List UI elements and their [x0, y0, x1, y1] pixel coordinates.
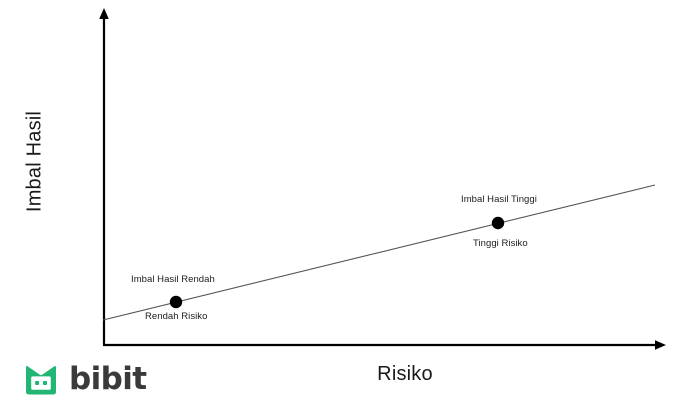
- bibit-wallet-icon: [26, 366, 56, 395]
- label-low-risk: Rendah Risiko: [145, 311, 208, 322]
- x-axis-title: Risiko: [377, 363, 433, 385]
- data-point-high-risk: [491, 216, 505, 230]
- y-axis-arrowhead: [99, 8, 109, 19]
- x-axis-arrowhead: [655, 340, 666, 350]
- trend-line: [102, 184, 656, 321]
- bibit-wordmark: bibit: [69, 360, 147, 397]
- y-axis-title: Imbal Hasil: [23, 110, 46, 213]
- bibit-logo: bibit: [22, 360, 147, 397]
- data-point-low-risk: [169, 295, 183, 309]
- label-high-risk: Tinggi Risiko: [473, 238, 528, 249]
- label-low-return: Imbal Hasil Rendah: [131, 274, 215, 285]
- label-high-return: Imbal Hasil Tinggi: [461, 194, 537, 205]
